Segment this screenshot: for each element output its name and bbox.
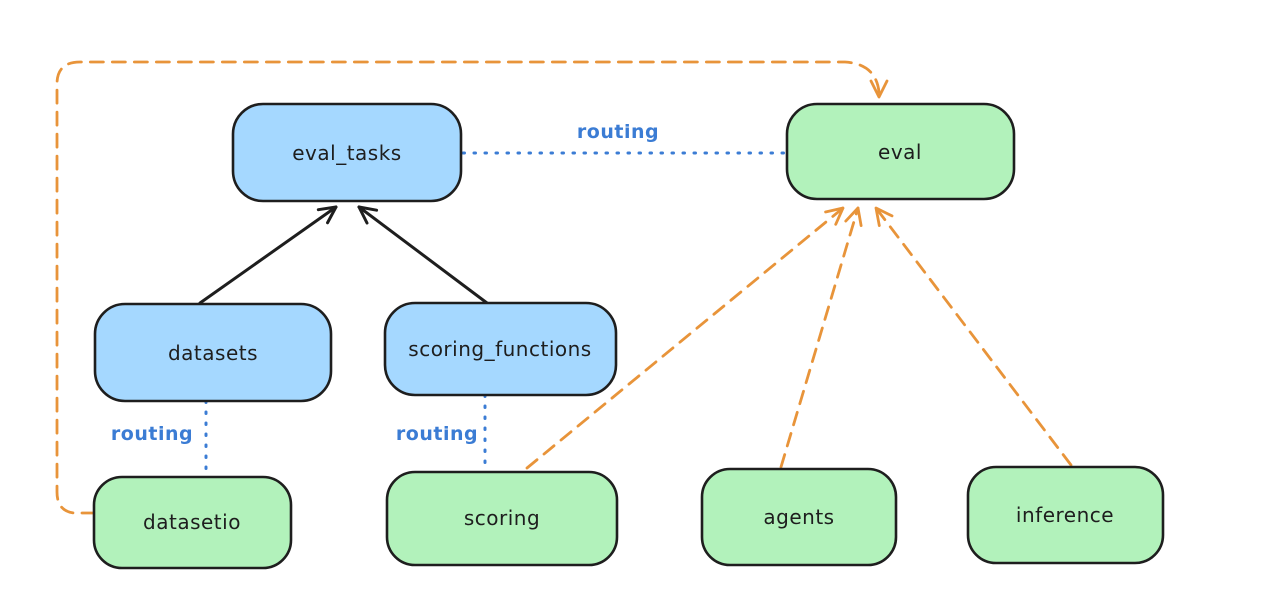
node-scoring-functions-label: scoring_functions [408, 337, 591, 361]
node-datasets: datasets [93, 302, 333, 403]
node-inference: inference [966, 465, 1165, 565]
node-scoring-box [385, 470, 619, 567]
edge-scoring-to-eval [525, 206, 845, 470]
edge-inference-to-eval [874, 206, 1073, 467]
node-eval-tasks-label: eval_tasks [292, 141, 401, 165]
node-scoring-functions-box [383, 301, 618, 397]
node-eval-tasks: eval_tasks [231, 102, 463, 203]
node-agents-box [700, 467, 898, 567]
node-datasetio: datasetio [92, 475, 293, 570]
node-eval-tasks-box [231, 102, 463, 203]
routing-label-scoring: routing [396, 423, 478, 445]
node-datasetio-label: datasetio [143, 510, 241, 534]
edge-scoring-functions-to-eval-tasks [357, 205, 489, 305]
node-datasets-label: datasets [168, 341, 258, 365]
node-datasetio-box [92, 475, 293, 570]
edge-agents-to-eval [779, 206, 863, 469]
edge-datasetio-to-eval [55, 60, 889, 515]
node-eval: eval [785, 102, 1016, 201]
routing-label-top: routing [577, 121, 659, 143]
nodes-layer: eval_tasks eval datasets scoring_functio… [92, 102, 1165, 570]
node-inference-box [966, 465, 1165, 565]
node-eval-label: eval [878, 140, 922, 164]
node-datasets-box [93, 302, 333, 403]
routing-label-datasetio: routing [111, 423, 193, 445]
node-agents-label: agents [763, 505, 834, 529]
node-agents: agents [700, 467, 898, 567]
edges-layer [55, 60, 1073, 515]
edge-labels-layer: routing routing routing [111, 121, 659, 445]
node-inference-label: inference [1016, 503, 1114, 527]
node-scoring: scoring [385, 470, 619, 567]
node-scoring-label: scoring [464, 506, 540, 530]
node-scoring-functions: scoring_functions [383, 301, 618, 397]
edge-datasets-to-eval-tasks [198, 205, 338, 305]
node-eval-box [785, 102, 1016, 201]
